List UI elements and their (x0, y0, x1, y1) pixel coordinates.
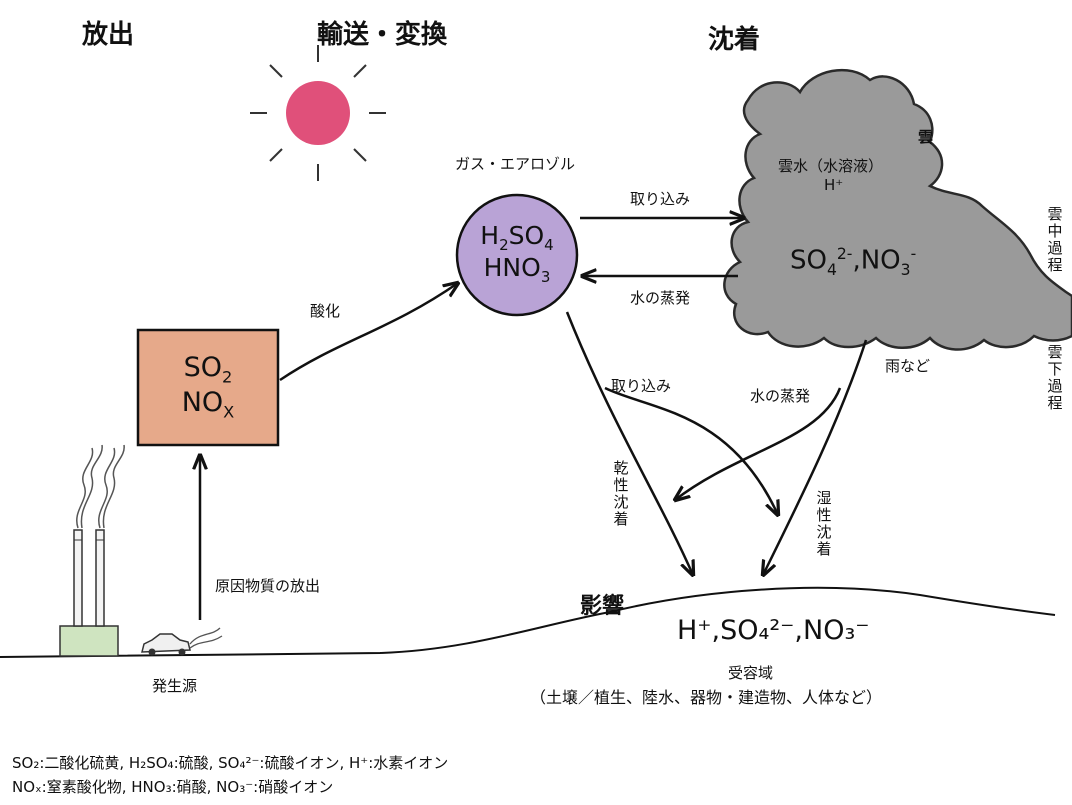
gas-aerosol-formula: H2SO4 HNO3 (457, 221, 577, 287)
receptor-label: 受容域 (728, 664, 774, 682)
ground-line (0, 586, 1056, 658)
dry-deposition-label: 乾性沈着 (611, 460, 630, 528)
below-cloud-process-label: 雲下過程 (1045, 344, 1064, 412)
cloud-label: 雲 (918, 128, 934, 146)
car-icon (141, 627, 223, 656)
wet-deposition-label: 湿性沈着 (814, 490, 833, 558)
uptake-mid-label: 取り込み (611, 377, 672, 395)
source-formula: SO2 NOX (138, 352, 278, 422)
factory-icon (59, 444, 125, 657)
heading-transport: 輸送・変換 (317, 20, 448, 50)
sun-icon (250, 45, 386, 181)
cloud-ions-formula: SO42-,NO3- (790, 245, 917, 279)
heading-emission: 放出 (82, 20, 135, 50)
receptor-examples-label: （土壌／植生、陸水、器物・建造物、人体など） (530, 688, 883, 707)
h2so4-formula: H2SO4 (480, 221, 554, 254)
evaporation-top-label: 水の蒸発 (630, 289, 691, 307)
rain-label: 雨など (885, 357, 931, 375)
nox-formula: NOX (181, 387, 235, 422)
source-box (136, 328, 280, 447)
cloud-water-label: 雲水（水溶液） (778, 157, 884, 175)
ground-ions-label: H⁺,SO₄²⁻,NO₃⁻ (677, 615, 870, 646)
cloud-hplus-label: H⁺ (824, 176, 844, 194)
hno3-formula: HNO3 (483, 253, 551, 287)
wet-deposition-arrow (763, 339, 868, 575)
dry-deposition-arrow (565, 311, 693, 575)
cloud-shape (723, 68, 1072, 351)
uptake-top-label: 取り込み (630, 190, 691, 208)
oxidation-arrow (279, 283, 458, 382)
heading-deposition: 沈着 (708, 25, 761, 55)
legend-line-2: NOₓ:窒素酸化物, HNO₃:硝酸, NO₃⁻:硝酸イオン (12, 778, 334, 796)
evaporation-arrow-mid (675, 387, 842, 500)
gas-aerosol-circle (455, 193, 579, 317)
so2-formula: SO2 (183, 352, 233, 387)
evaporation-mid-label: 水の蒸発 (750, 387, 811, 405)
uptake-arrow-mid (604, 386, 778, 515)
source-label: 発生源 (152, 677, 198, 695)
legend-line-1: SO₂:二酸化硫黄, H₂SO₄:硫酸, SO₄²⁻:硫酸イオン, H⁺:水素イ… (12, 754, 449, 772)
gas-aerosol-label: ガス・エアロゾル (455, 155, 576, 173)
release-label: 原因物質の放出 (215, 577, 321, 595)
oxidation-label: 酸化 (310, 302, 341, 320)
effect-label: 影響 (580, 594, 625, 619)
in-cloud-process-label: 雲中過程 (1045, 206, 1064, 274)
